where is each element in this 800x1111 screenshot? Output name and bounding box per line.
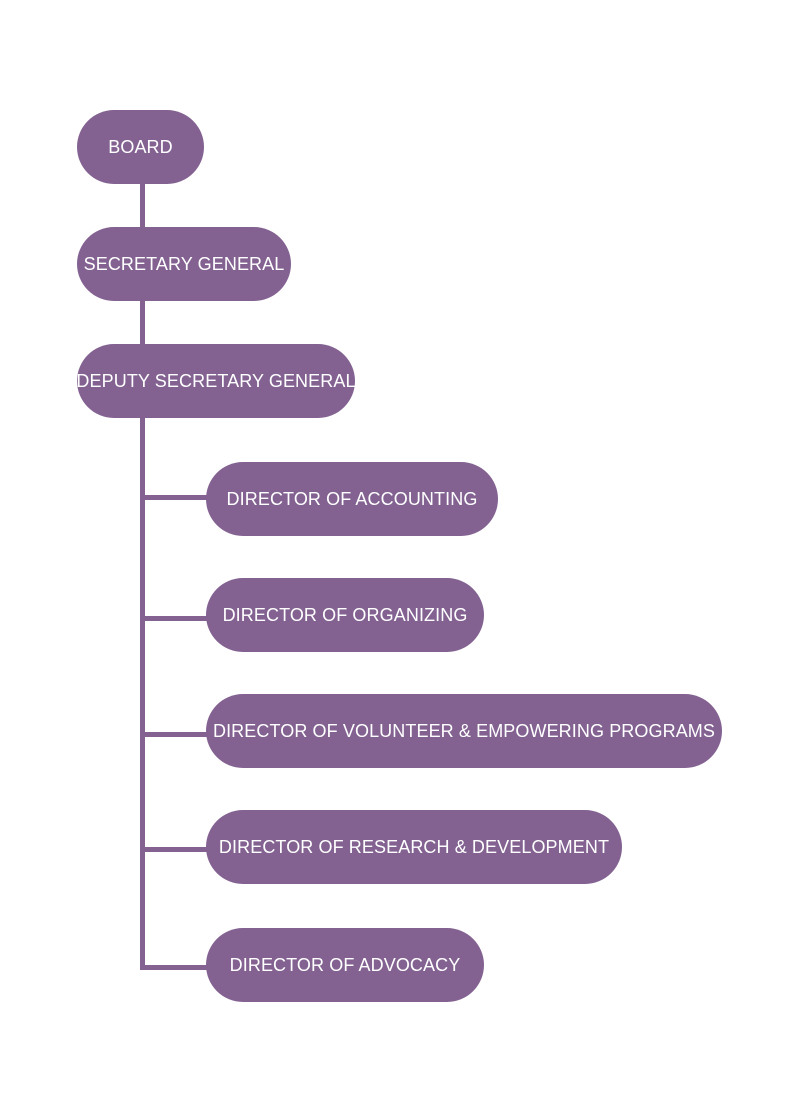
connector-branch-research bbox=[140, 847, 208, 852]
connector-secretary-to-deputy bbox=[140, 300, 145, 345]
connector-branch-volunteer bbox=[140, 732, 208, 737]
connector-branch-advocacy bbox=[140, 965, 208, 970]
node-director-accounting: DIRECTOR OF ACCOUNTING bbox=[206, 462, 498, 536]
connector-deputy-trunk bbox=[140, 417, 145, 970]
node-secretary-general: SECRETARY GENERAL bbox=[77, 227, 291, 301]
node-director-organizing: DIRECTOR OF ORGANIZING bbox=[206, 578, 484, 652]
connector-board-to-secretary bbox=[140, 183, 145, 228]
connector-branch-accounting bbox=[140, 495, 208, 500]
node-deputy-secretary-general: DEPUTY SECRETARY GENERAL bbox=[76, 344, 355, 418]
node-director-advocacy: DIRECTOR OF ADVOCACY bbox=[206, 928, 484, 1002]
connector-branch-organizing bbox=[140, 616, 208, 621]
node-director-volunteer-empowering: DIRECTOR OF VOLUNTEER & EMPOWERING PROGR… bbox=[206, 694, 722, 768]
node-director-research-development: DIRECTOR OF RESEARCH & DEVELOPMENT bbox=[206, 810, 622, 884]
node-board: BOARD bbox=[77, 110, 204, 184]
